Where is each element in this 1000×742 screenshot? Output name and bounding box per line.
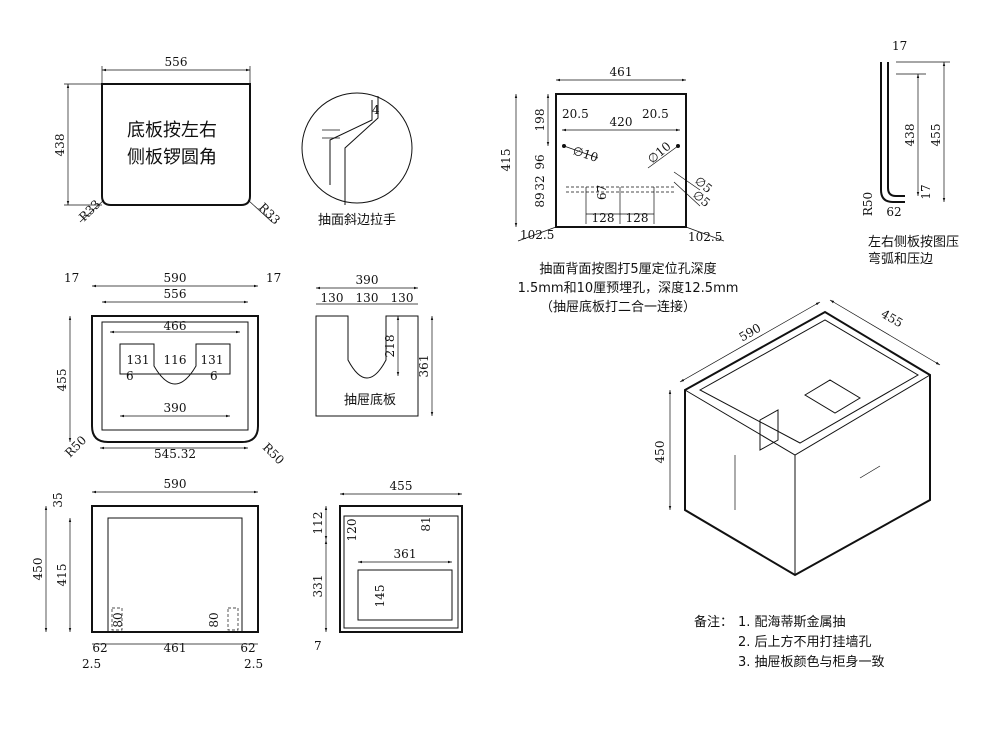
- back-v67: 67: [595, 185, 609, 200]
- top-w131-right: 131: [201, 353, 224, 367]
- panel-width-dim: 556: [165, 55, 188, 69]
- panel-radius-right: R33: [256, 200, 283, 227]
- top-outer-dim: 590: [164, 271, 187, 285]
- side-h438: 438: [903, 124, 917, 147]
- side-note-line2: 弯弧和压边: [868, 251, 933, 267]
- top-depth: 455: [55, 369, 69, 392]
- notes-item-3: 3. 抽屉板颜色与柜身一致: [738, 654, 885, 670]
- section-w361: 361: [394, 547, 417, 561]
- drawer-bottom-caption: 抽屉底板: [344, 392, 396, 408]
- section-h331: 331: [311, 575, 325, 598]
- side-w62: 62: [886, 205, 901, 219]
- back-v32: 32: [533, 175, 547, 190]
- iso-height: 450: [653, 441, 667, 464]
- drawer-bottom-width: 390: [356, 273, 379, 287]
- front-view: 590 450 415 35 80 80 62 461 62 2.5 2.5: [31, 477, 263, 671]
- notes-item-1: 1. 配海蒂斯金属抽: [738, 614, 846, 630]
- panel-note-line2: 侧板锣圆角: [127, 147, 217, 168]
- front-h35: 35: [51, 492, 65, 507]
- notes-label: 备注：: [694, 614, 733, 630]
- notes-block: 备注： 1. 配海蒂斯金属抽 2. 后上方不用打挂墙孔 3. 抽屉板颜色与柜身一…: [694, 614, 885, 670]
- iso-depth: 455: [879, 307, 906, 331]
- side-radius: R50: [861, 192, 875, 216]
- top-w116: 116: [164, 353, 187, 367]
- top-t6-left: 6: [126, 369, 134, 383]
- back-v198: 198: [533, 109, 547, 132]
- top-inner-dim: 556: [164, 287, 187, 301]
- front-left80: 80: [111, 612, 125, 627]
- back-edge-right: 102.5: [688, 230, 722, 244]
- notes-item-2: 2. 后上方不用打挂墙孔: [738, 634, 872, 650]
- back-h128-right: 128: [626, 211, 649, 225]
- front-e25-right: 2.5: [244, 657, 263, 671]
- back-h128-left: 128: [592, 211, 615, 225]
- back-edge-left: 102.5: [520, 228, 554, 242]
- back-left-offset: 20.5: [562, 107, 589, 121]
- side-h455: 455: [929, 124, 943, 147]
- side-note-line1: 左右侧板按图压: [868, 235, 959, 250]
- back-v89: 89: [533, 192, 547, 207]
- top-w466: 466: [164, 319, 187, 333]
- top-side-left: 17: [64, 271, 79, 285]
- back-width-dim: 461: [610, 65, 633, 79]
- panel-note-line1: 底板按左右: [127, 120, 217, 141]
- top-r-right: R50: [260, 440, 287, 467]
- top-r-left: R50: [62, 433, 89, 460]
- back-inner-dim: 420: [610, 115, 633, 129]
- iso-width: 590: [737, 321, 764, 345]
- section-h7: 7: [314, 639, 322, 653]
- back-note-line1: 抽面背面按图打5厘定位孔深度: [539, 261, 716, 277]
- section-v81: 81: [419, 516, 433, 531]
- front-e25-left: 2.5: [82, 657, 101, 671]
- bevel-dim: 4: [372, 103, 380, 117]
- top-w131-left: 131: [127, 353, 150, 367]
- front-right80: 80: [207, 612, 221, 627]
- drawer-bottom-view: 390 130 130 130 361 218 抽屉底板: [315, 273, 434, 417]
- back-right-offset: 20.5: [642, 107, 669, 121]
- drawer-bottom-h361: 361: [417, 355, 431, 378]
- section-v145: 145: [373, 585, 387, 608]
- section-h112: 112: [311, 512, 325, 535]
- back-note-line3: （抽屉底板打二合一连接）: [540, 299, 696, 315]
- bevel-detail: 4 抽面斜边拉手: [301, 92, 413, 228]
- back-hole10-left: ∅10: [571, 144, 600, 165]
- top-bottom: 545.32: [154, 447, 196, 461]
- side-v17: 17: [919, 184, 933, 199]
- front-h450: 450: [31, 558, 45, 581]
- drawer-bottom-w130-a: 130: [321, 291, 344, 305]
- front-b62-left: 62: [92, 641, 107, 655]
- front-width: 590: [164, 477, 187, 491]
- isometric-view: 590 455 450: [653, 299, 941, 577]
- section-width: 455: [390, 479, 413, 493]
- drawer-bottom-w130-b: 130: [356, 291, 379, 305]
- bevel-caption: 抽面斜边拉手: [318, 213, 396, 228]
- side-top-dim: 17: [892, 39, 907, 53]
- back-height-dim: 415: [499, 149, 513, 172]
- panel-drawing: 556 438 R33 R33 底板按左右 侧板锣圆角: [53, 55, 283, 227]
- panel-height-dim: 438: [53, 134, 67, 157]
- top-w390: 390: [164, 401, 187, 415]
- drawer-back-view: 461 420 20.5 20.5 415 198 96 32 89 ∅10 ∅…: [499, 65, 738, 315]
- front-b461: 461: [164, 641, 187, 655]
- back-v96: 96: [533, 154, 547, 169]
- back-hole10-right: ∅10: [645, 139, 674, 166]
- section-v120: 120: [345, 519, 359, 542]
- top-view: 590 556 17 17 466 131 116 131 6 6 390 45…: [55, 271, 287, 467]
- drawer-bottom-h218: 218: [383, 335, 397, 358]
- panel-radius-left: R33: [76, 197, 103, 224]
- section-view: 455 112 331 7 120 81 361 145: [311, 479, 463, 653]
- side-profile: 17 438 455 17 R50 62 左右侧板按图压 弯弧和压边: [861, 39, 959, 267]
- front-h415: 415: [55, 564, 69, 587]
- back-note-line2: 1.5mm和10厘预埋孔，深度12.5mm: [518, 280, 739, 296]
- top-side-right: 17: [266, 271, 281, 285]
- drawer-bottom-w130-c: 130: [391, 291, 414, 305]
- front-b62-right: 62: [240, 641, 255, 655]
- top-t6-right: 6: [210, 369, 218, 383]
